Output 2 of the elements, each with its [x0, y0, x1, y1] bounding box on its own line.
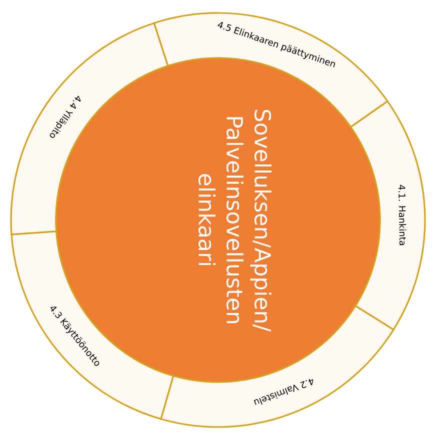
ring-segment: 4.1. Hankinta: [350, 100, 426, 330]
node-label: 4.1. Hankinta: [398, 184, 406, 246]
